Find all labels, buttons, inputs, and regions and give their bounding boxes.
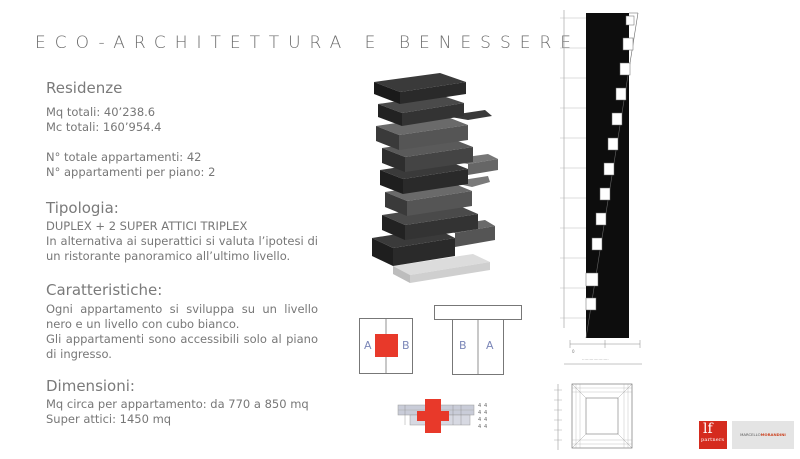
tipologia-block: DUPLEX + 2 SUPER ATTICI TRIPLEX In alter… xyxy=(46,219,318,264)
plan-diagram-ba xyxy=(434,305,522,375)
totale-appartamenti: N° totale appartamenti: 42 xyxy=(46,150,202,164)
tower-plan-sketch xyxy=(554,383,633,450)
tower-elevation-sketch: 0 ..................... xyxy=(560,10,642,365)
page-title: ECO-ARCHITETTURA E BENESSERE xyxy=(35,33,581,53)
caratteristiche-block: Ogni appartamento si sviluppa su un live… xyxy=(46,302,318,362)
plan-diagram-ab xyxy=(359,318,413,374)
svg-text:0: 0 xyxy=(572,349,575,354)
svg-text:4: 4 xyxy=(478,417,481,423)
tipologia-heading: Tipologia: xyxy=(46,199,119,217)
tower-axonometric-illustration xyxy=(372,73,498,283)
caratteristiche-line-2: Gli appartamenti sono accessibili solo a… xyxy=(46,332,318,361)
svg-text:4: 4 xyxy=(478,410,481,416)
svg-text:.....................: ..................... xyxy=(582,356,609,361)
lf-logo-sub: partners xyxy=(701,437,725,443)
dimensioni-line-2: Super attici: 1450 mq xyxy=(46,412,172,426)
caratteristiche-heading: Caratteristiche: xyxy=(46,281,163,299)
lf-partners-logo: lf partners xyxy=(699,421,727,449)
mm-logo-name: MORANDINI xyxy=(760,432,786,437)
svg-text:4: 4 xyxy=(484,410,487,416)
dimensioni-line-1: Mq circa per appartamento: da 770 a 850 … xyxy=(46,397,309,411)
residenze-heading: Residenze xyxy=(46,79,123,97)
svg-text:4: 4 xyxy=(484,403,487,409)
plan1-label-b: B xyxy=(402,339,410,352)
tipologia-line-1: DUPLEX + 2 SUPER ATTICI TRIPLEX xyxy=(46,219,248,233)
svg-text:4: 4 xyxy=(478,403,481,409)
residenze-block: Mq totali: 40’238.6 Mc totali: 160’954.4… xyxy=(46,105,215,180)
plan2-label-a: A xyxy=(486,339,494,352)
tipologia-line-2: In alternativa ai superattici si valuta … xyxy=(46,234,318,263)
svg-text:4: 4 xyxy=(484,417,487,423)
caratteristiche-line-1: Ogni appartamento si sviluppa su un live… xyxy=(46,302,318,331)
marcello-morandini-logo: MARCELLOMORANDINI xyxy=(732,421,794,449)
dimensioni-block: Mq circa per appartamento: da 770 a 850 … xyxy=(46,397,309,427)
plan2-label-b: B xyxy=(459,339,467,352)
mm-logo-prefix: MARCELLO xyxy=(740,432,761,437)
dimensioni-heading: Dimensioni: xyxy=(46,377,135,395)
svg-text:4: 4 xyxy=(484,424,487,430)
mc-totali: Mc totali: 160’954.4 xyxy=(46,120,162,134)
tower-floors xyxy=(374,73,498,240)
appartamenti-per-piano: N° appartamenti per piano: 2 xyxy=(46,165,216,179)
lf-logo-mark: lf xyxy=(703,421,713,437)
mq-totali: Mq totali: 40’238.6 xyxy=(46,105,156,119)
plan1-label-a: A xyxy=(364,339,372,352)
svg-text:4: 4 xyxy=(478,424,481,430)
